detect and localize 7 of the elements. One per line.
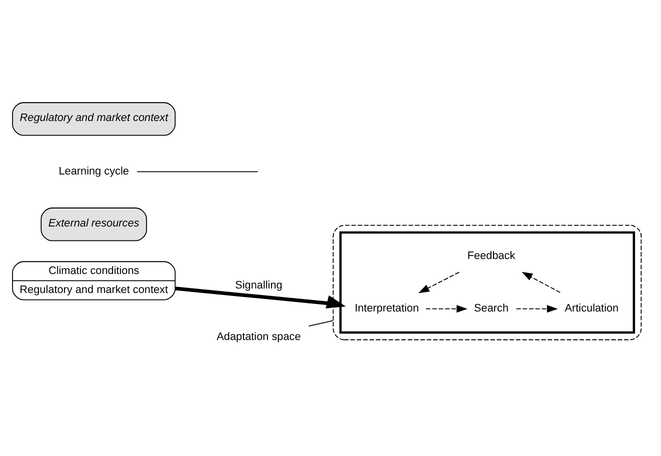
node-text: Adaptation space	[216, 330, 301, 343]
node-text: Feedback	[467, 250, 516, 262]
node-text: Learning cycle	[58, 165, 129, 178]
node-text: Interpretation	[354, 302, 419, 315]
node-text: Search	[474, 302, 509, 315]
node-text: Articulation	[564, 302, 619, 315]
edge-label: Signalling	[235, 280, 282, 292]
